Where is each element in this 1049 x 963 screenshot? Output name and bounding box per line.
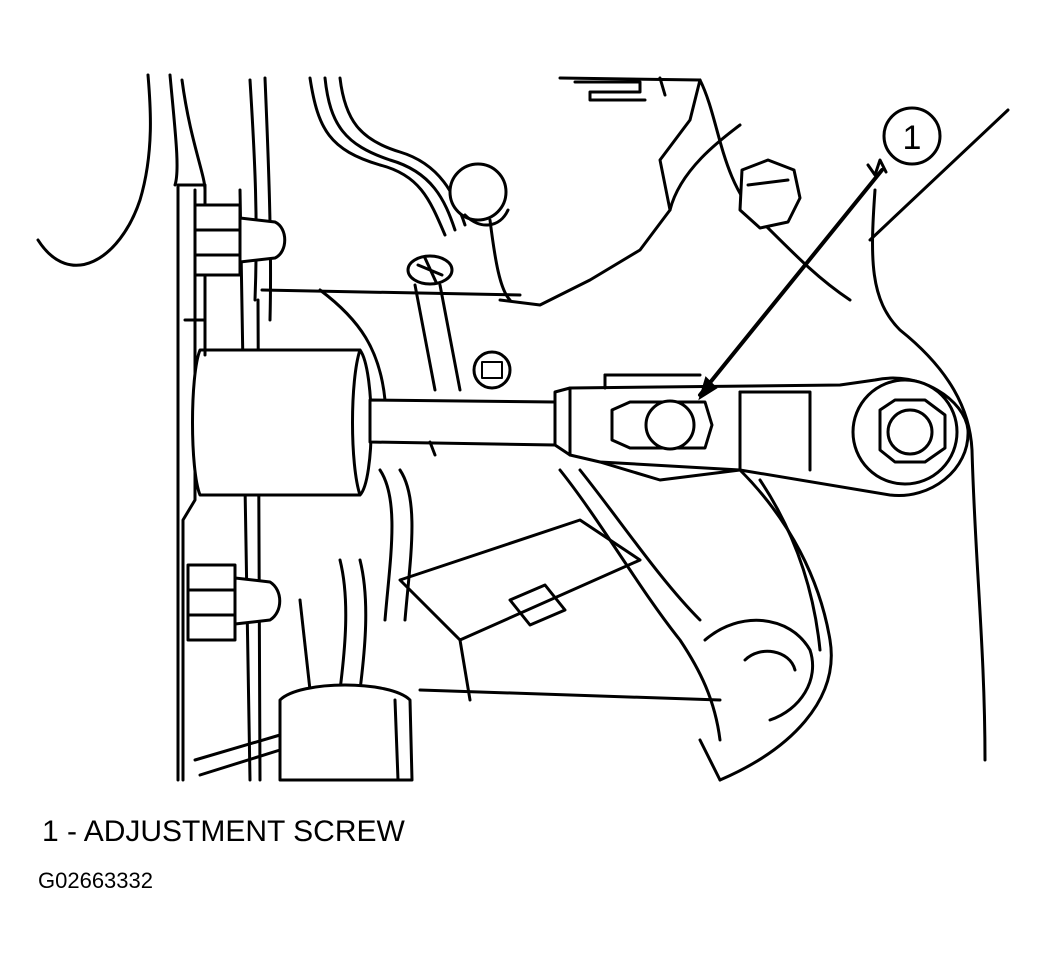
upper-nut [193,203,287,277]
switch-cylinder [183,318,373,497]
callout-leader [698,158,888,401]
lower-housing [338,468,815,782]
push-rod [368,398,557,457]
lower-nut [186,563,282,642]
callout-marker-1: 1 [882,106,942,166]
technical-illustration: 1 [36,73,1010,782]
small-screw [406,254,462,392]
callout-number: 1 [903,119,922,157]
pivot-bushing [851,378,959,486]
figure-id: G02663332 [38,868,153,893]
ball-stud [448,162,512,302]
connector-plug [193,683,414,782]
adjustment-screw-slot [610,399,714,451]
round-fastener [472,350,512,390]
right-panel [718,108,1010,782]
legend-entry: 1 - ADJUSTMENT SCREW [42,815,405,848]
left-panel-edge [36,73,273,322]
hex-bolt [738,158,802,230]
